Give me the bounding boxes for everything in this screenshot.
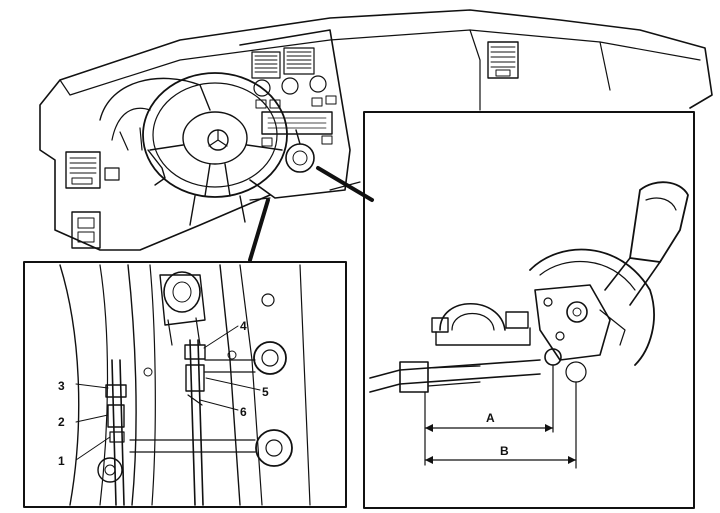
callout-1: 1: [58, 454, 65, 468]
dashboard-overview: [39, 9, 713, 251]
callout-5: 5: [262, 385, 269, 399]
callout-6: 6: [240, 405, 247, 419]
right-detail-inset: A B: [363, 111, 695, 509]
detail-leaders: [248, 166, 374, 262]
dimension-a-label: A: [486, 411, 495, 425]
callout-3: 3: [58, 379, 65, 393]
callout-4: 4: [240, 319, 247, 333]
dimension-b-label: B: [500, 444, 509, 458]
callout-2: 2: [58, 415, 65, 429]
left-detail-inset: 3 2 1 4 5 6: [23, 261, 347, 508]
